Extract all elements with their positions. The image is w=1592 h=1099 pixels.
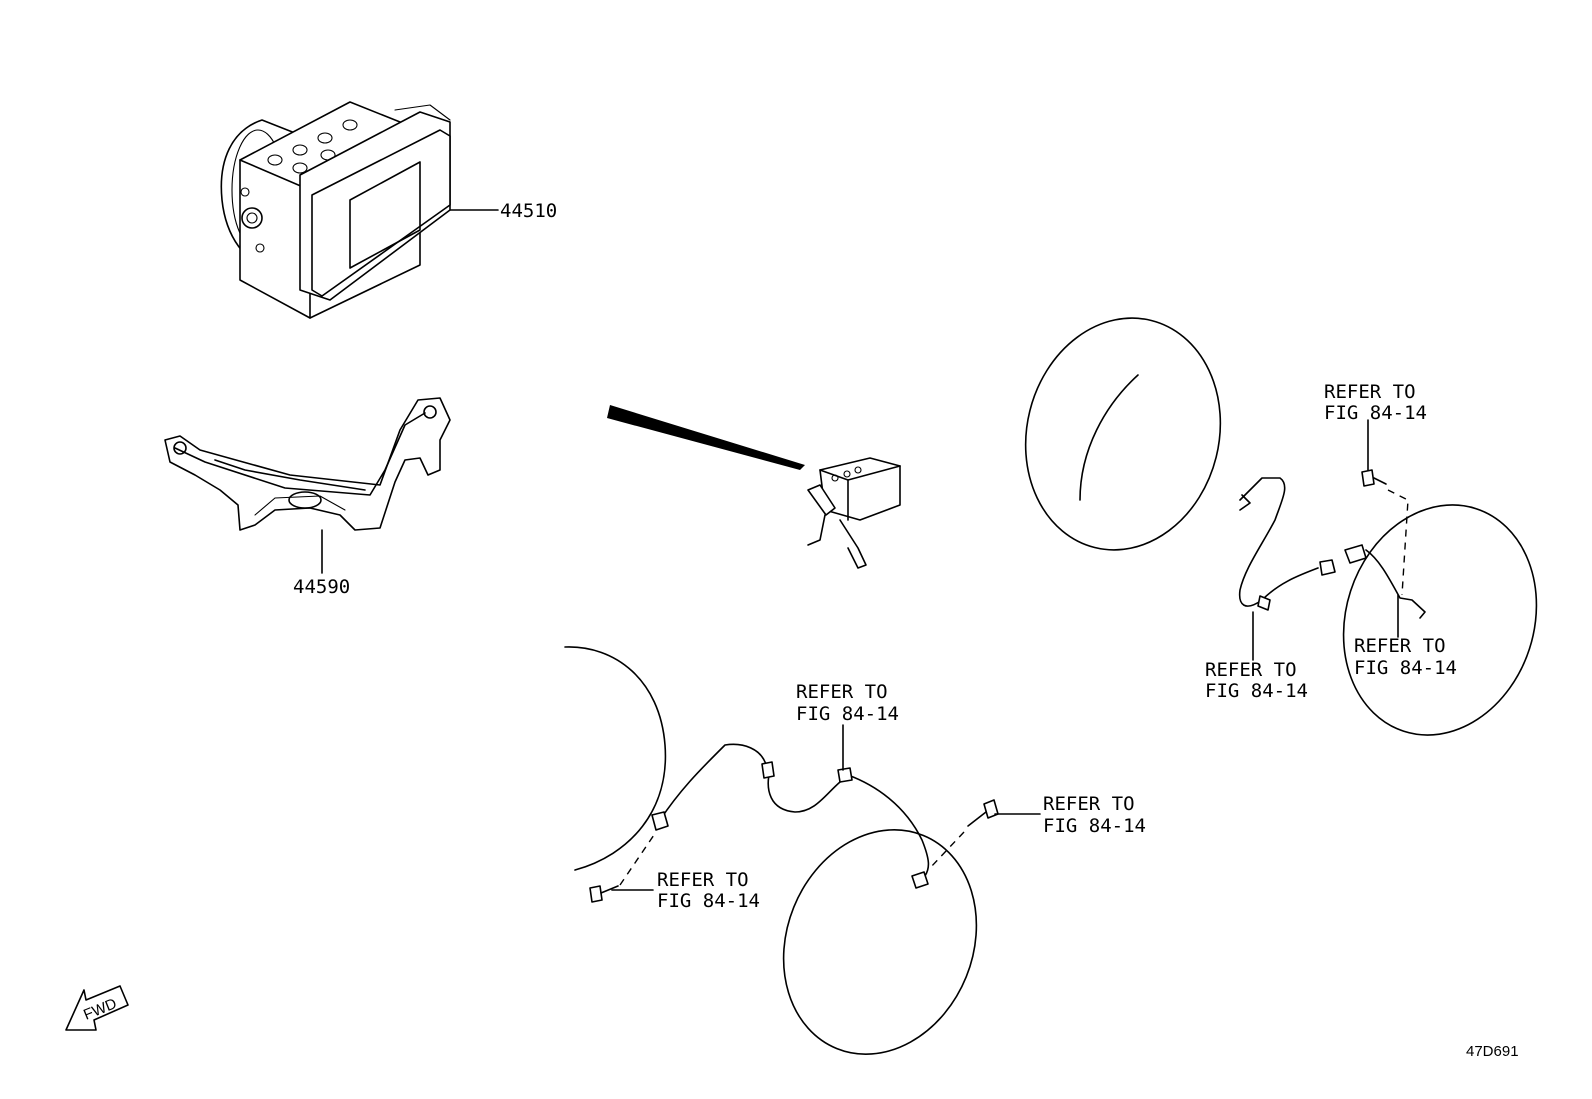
- svg-text:FIG 84-14: FIG 84-14: [657, 890, 760, 912]
- svg-text:FIG 84-14: FIG 84-14: [1354, 657, 1457, 679]
- rear-tire-icon: [1024, 317, 1222, 551]
- front-tire-icon: [564, 646, 667, 871]
- bracket-icon[interactable]: [164, 397, 451, 531]
- svg-text:REFER TO: REFER TO: [1324, 381, 1416, 403]
- front-wheel-icon: [782, 829, 978, 1055]
- svg-text:FIG 84-14: FIG 84-14: [1324, 402, 1427, 424]
- refer-label-rear-bolt[interactable]: REFER TO FIG 84-14: [1324, 381, 1427, 424]
- refer-label-rear-wire[interactable]: REFER TO FIG 84-14: [1354, 635, 1457, 679]
- refer-label-rear-sensor[interactable]: REFER TO FIG 84-14: [1205, 659, 1308, 702]
- svg-text:REFER TO: REFER TO: [1205, 659, 1297, 681]
- rear-speed-sensor-wire-icon[interactable]: [1238, 477, 1426, 619]
- svg-text:REFER TO: REFER TO: [1354, 635, 1446, 657]
- front-bolt-left-dashed-line: [619, 831, 657, 886]
- refer-label-front-wire[interactable]: REFER TO FIG 84-14: [796, 681, 899, 725]
- diagram-code: 47D691: [1466, 1043, 1519, 1060]
- location-view-icon: [607, 405, 901, 569]
- part-number-44590: 44590: [293, 576, 350, 598]
- front-bolt-left-icon: [589, 885, 619, 903]
- forward-arrow-icon: FWD: [65, 985, 129, 1031]
- front-bolt-right-dashed-line: [929, 831, 965, 869]
- refer-label-front-bolt-left[interactable]: REFER TO FIG 84-14: [657, 869, 760, 912]
- svg-text:REFER TO: REFER TO: [1043, 793, 1135, 815]
- refer-label-front-bolt-right[interactable]: REFER TO FIG 84-14: [1043, 793, 1146, 837]
- part-number-44510: 44510: [500, 200, 557, 222]
- svg-text:FIG 84-14: FIG 84-14: [796, 703, 899, 725]
- front-speed-sensor-wire-icon[interactable]: [651, 743, 930, 889]
- rear-wheel-icon: [1342, 504, 1538, 736]
- svg-text:FIG 84-14: FIG 84-14: [1205, 680, 1308, 702]
- svg-text:FIG 84-14: FIG 84-14: [1043, 815, 1146, 837]
- front-bolt-right-icon: [967, 799, 999, 827]
- rear-bolt-icon: [1361, 469, 1387, 487]
- rear-bolt-dashed-line: [1387, 489, 1409, 596]
- svg-text:REFER TO: REFER TO: [796, 681, 888, 703]
- abs-actuator-icon[interactable]: [220, 101, 451, 319]
- svg-text:REFER TO: REFER TO: [657, 869, 749, 891]
